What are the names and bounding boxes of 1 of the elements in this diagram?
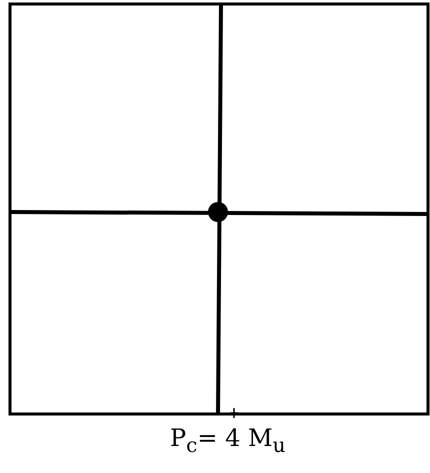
- load-formula: P$_{c}$= 4 M$_{u}$: [170, 424, 286, 457]
